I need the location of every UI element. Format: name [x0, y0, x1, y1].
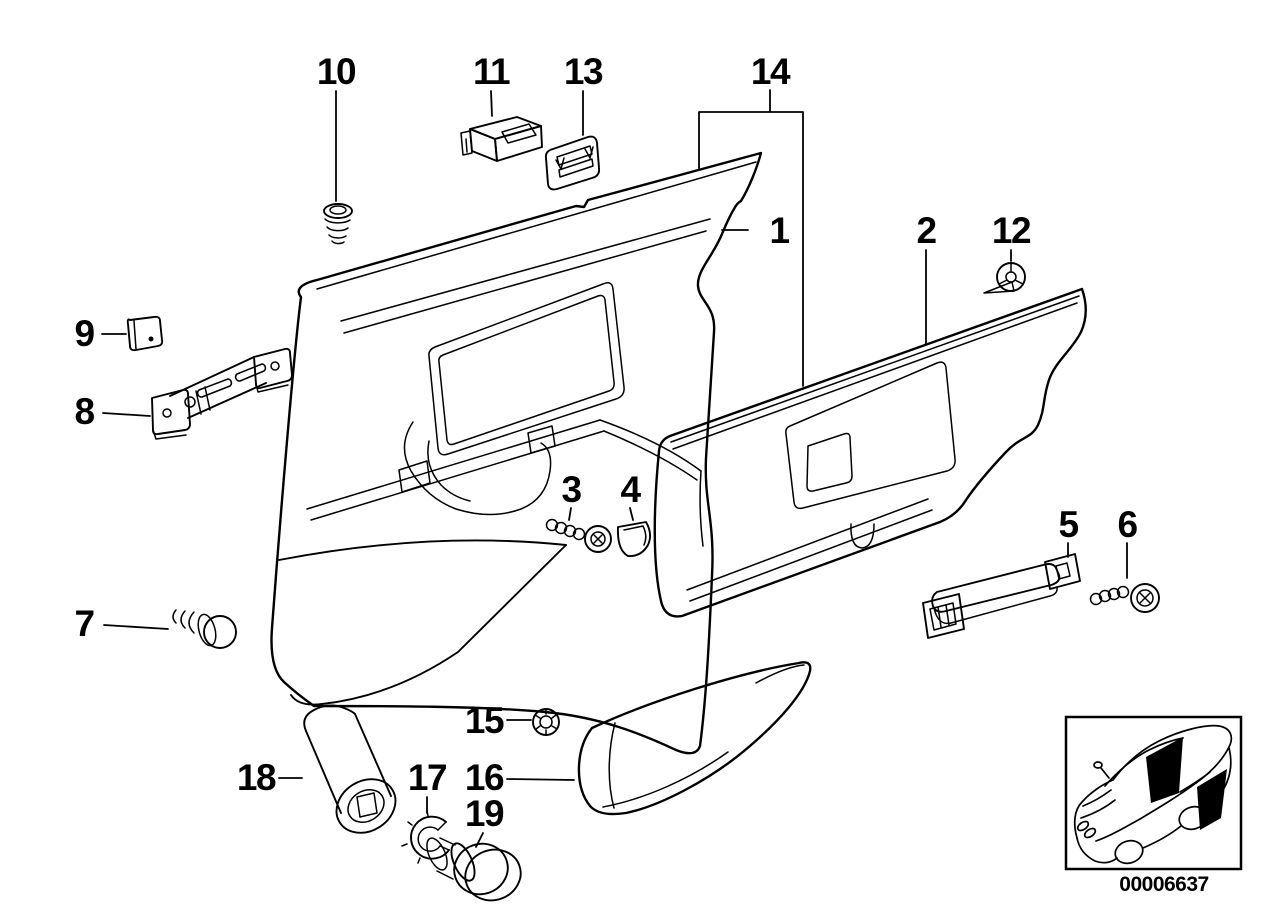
callout-label-10: 10	[317, 51, 356, 92]
callout-label-3: 3	[561, 469, 581, 510]
callout-label-14: 14	[751, 51, 791, 92]
car-sketch	[1073, 724, 1233, 865]
part-12-nut	[996, 262, 1026, 292]
highlight-rear-quarter-area	[1197, 769, 1227, 830]
part-19-plug	[426, 837, 522, 902]
leader-line-19	[475, 832, 484, 848]
callout-label-9: 9	[74, 313, 94, 354]
image-number: 00006637	[1119, 873, 1208, 896]
callout-label-4: 4	[620, 469, 641, 510]
leader-line-8	[102, 412, 151, 417]
callout-label-12: 12	[992, 210, 1031, 251]
callout-label-19: 19	[465, 793, 504, 834]
part-6-screw	[1089, 583, 1160, 613]
part-3-screw	[545, 518, 612, 553]
leader-line-16	[506, 778, 575, 781]
leader-line-3	[568, 507, 572, 521]
part-2-side-trim-panel	[653, 281, 1087, 618]
callout-label-5: 5	[1058, 504, 1078, 545]
part-8-bracket	[151, 347, 293, 440]
leader-line-11	[490, 90, 493, 117]
part-9-cover-cap	[126, 315, 164, 352]
callout-label-13: 13	[564, 51, 603, 92]
part-5-pull-handle	[922, 553, 1081, 639]
callout-label-6: 6	[1117, 504, 1137, 545]
part-13-clip	[544, 135, 601, 191]
callout-label-2: 2	[916, 210, 936, 251]
leader-line-7	[103, 624, 169, 630]
callout-label-7: 7	[74, 603, 93, 644]
callout-label-18: 18	[237, 757, 276, 798]
leader-line-4	[629, 507, 634, 521]
part-17-lock-ring	[401, 810, 450, 864]
callout-label-11: 11	[473, 51, 510, 92]
callout-label-8: 8	[74, 391, 94, 432]
highlight-front-door-area	[1146, 737, 1183, 803]
part-10-grommet	[323, 203, 353, 245]
bracket-line-14	[698, 89, 804, 387]
part-15-washer	[532, 708, 560, 736]
callout-label-15: 15	[465, 700, 504, 741]
part-11-clip	[460, 116, 543, 162]
part-7-clip-pin	[172, 609, 237, 649]
car-location-inset: 00006637	[1064, 715, 1243, 896]
part-1-door-trim-panel	[270, 151, 763, 755]
callout-label-16: 16	[465, 757, 504, 798]
callout-label-17: 17	[408, 757, 446, 798]
part-18-bushing	[303, 704, 397, 834]
part-4-cover-cap	[616, 521, 652, 557]
callout-label-1: 1	[769, 210, 789, 251]
part-16-armrest	[577, 661, 812, 816]
